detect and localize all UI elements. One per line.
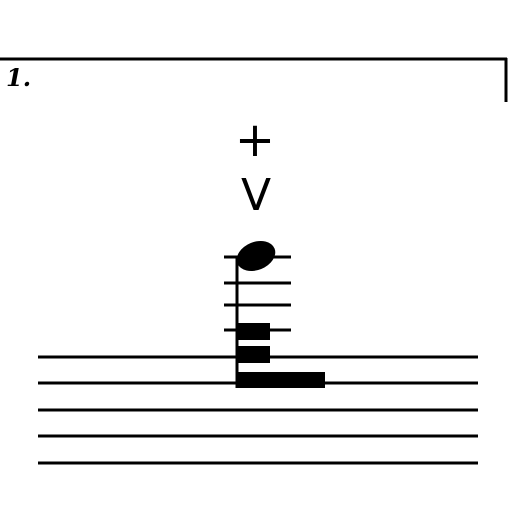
beam-block <box>236 372 325 388</box>
plus-articulation-icon: + <box>234 112 276 168</box>
notehead <box>236 241 276 271</box>
beam-block <box>236 323 270 340</box>
ending-number: 1. <box>6 63 32 92</box>
beam-block <box>236 346 270 363</box>
volta-bracket <box>0 57 508 102</box>
up-bow-icon: V <box>240 170 272 221</box>
note <box>235 241 325 388</box>
